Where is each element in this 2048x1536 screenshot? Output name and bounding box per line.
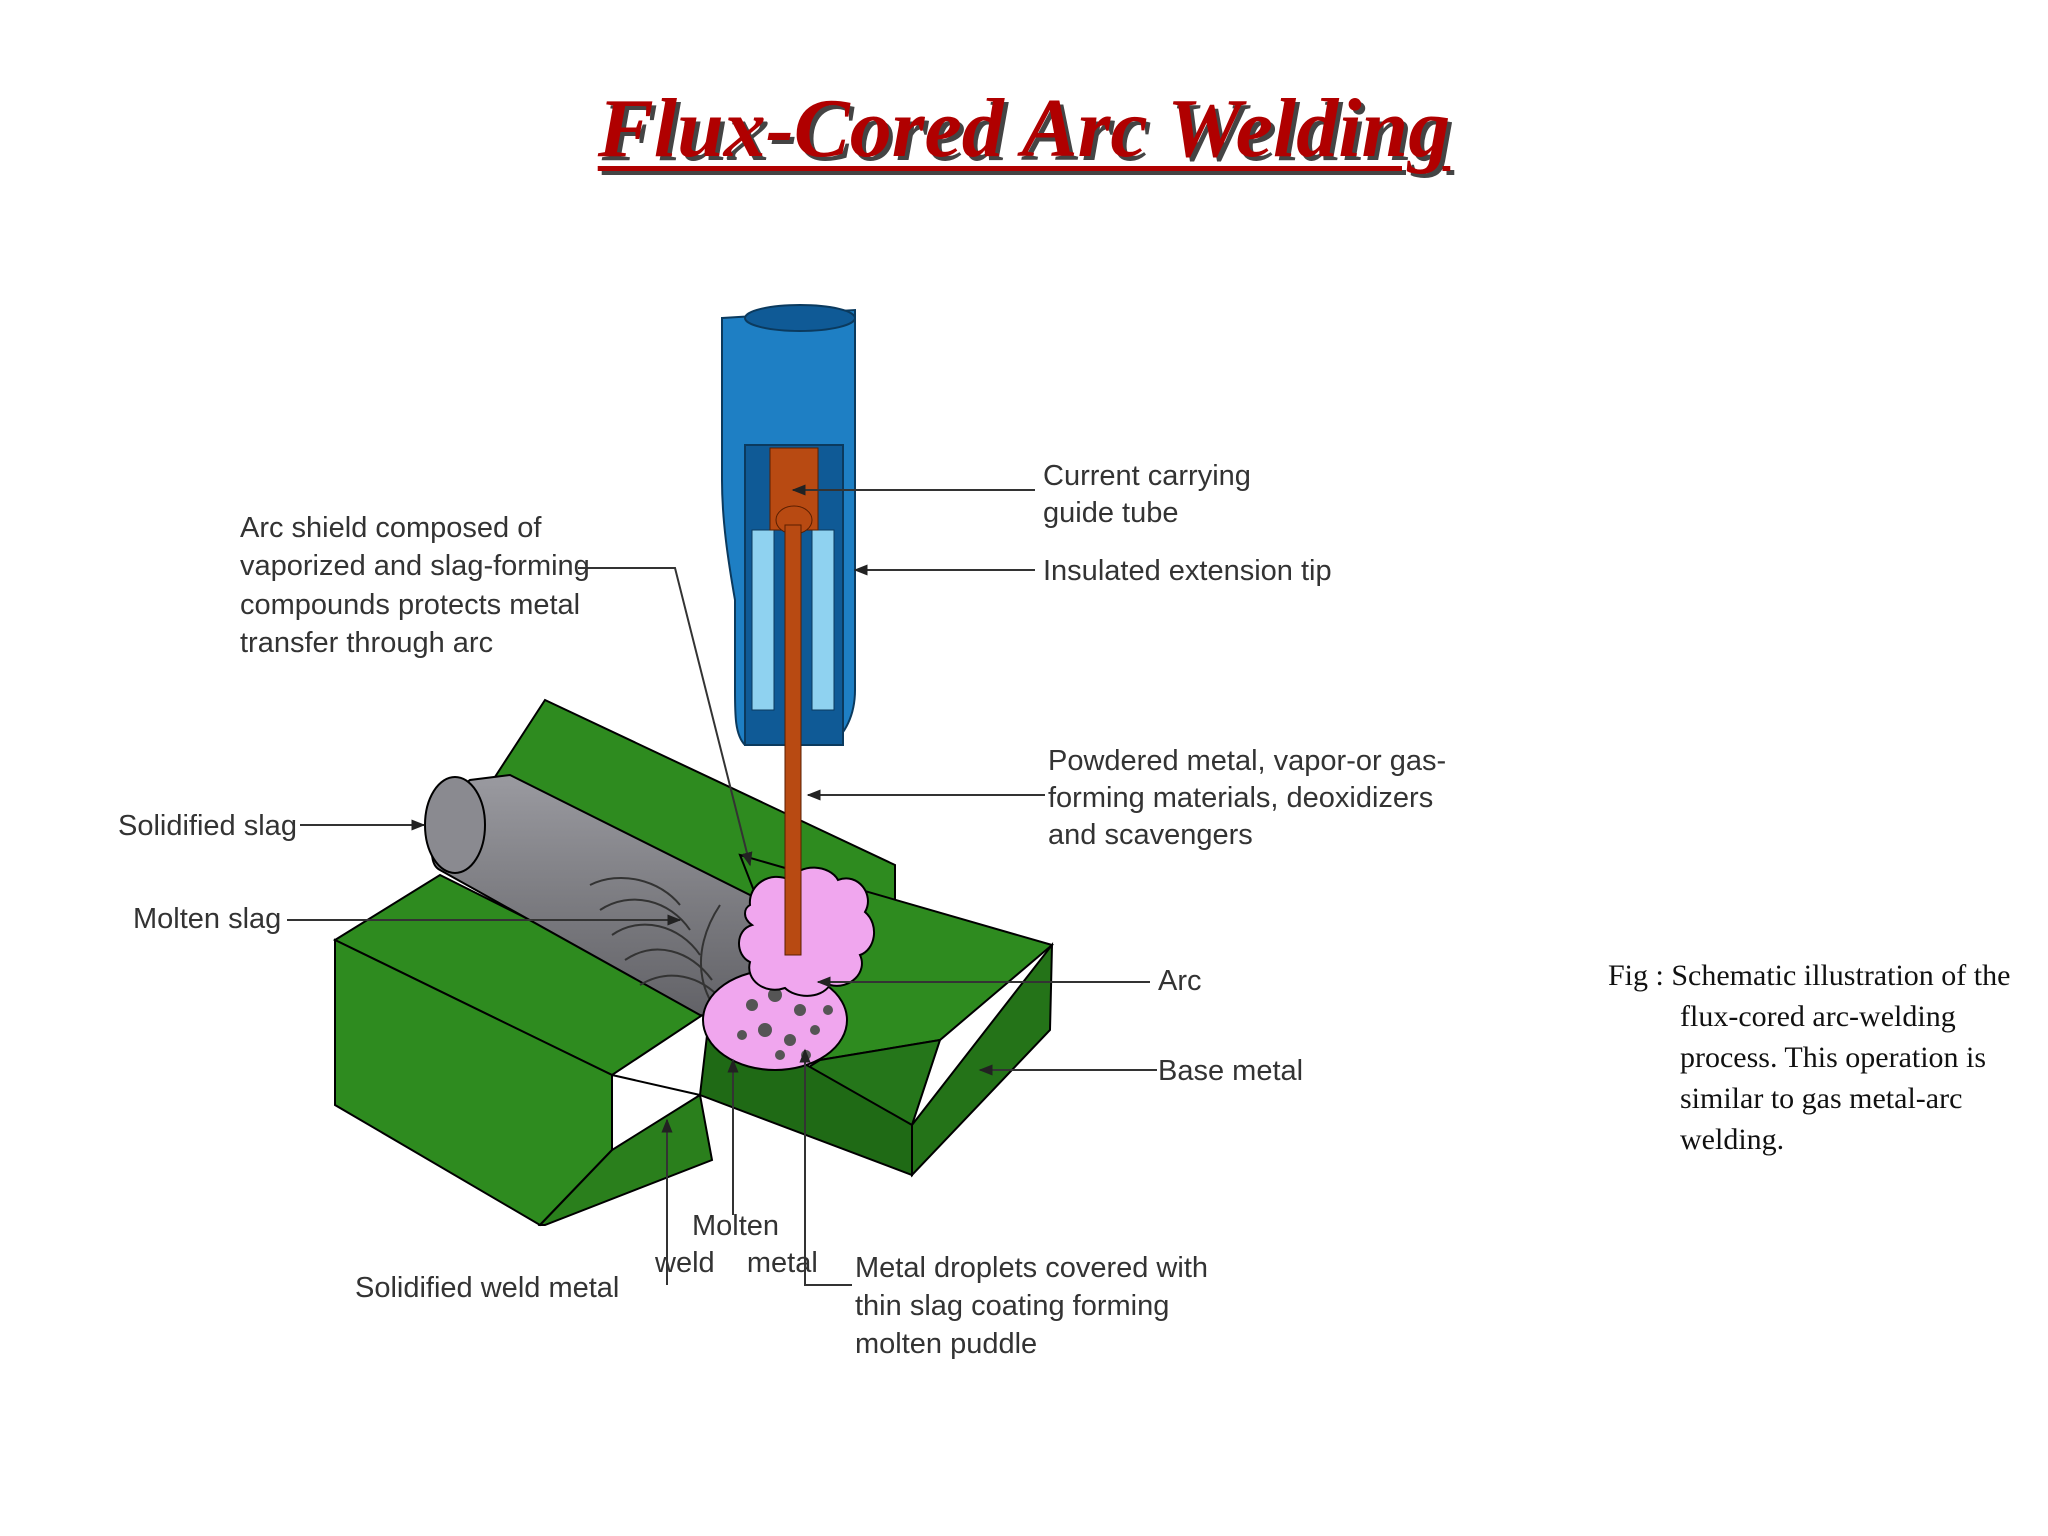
label-metal-droplets: Metal droplets covered with thin slag co… [855,1252,1216,1360]
label-metal-droplets-line3: molten puddle [855,1328,1037,1360]
slide-title: Flux-Cored Arc Welding [597,82,1451,175]
label-powdered-metal-line2: forming materials, deoxidizers [1048,782,1433,814]
label-powdered-metal-line1: Powdered metal, vapor-or gas- [1048,745,1446,777]
label-molten-weld-metal: Molten weld metal [654,1210,818,1279]
label-arc: Arc [1158,965,1202,997]
figure-caption: Fig : Schematic illustration of the flux… [1608,959,2011,1156]
label-solidified-weld-metal: Solidified weld metal [355,1272,619,1304]
label-molten-slag: Molten slag [133,903,281,935]
label-metal-droplets-line1: Metal droplets covered with [855,1252,1208,1284]
label-arc-shield-line2: vaporized and slag-forming [240,550,590,582]
electrode-wire [784,524,802,956]
label-metal-droplets-line2: thin slag coating forming [855,1290,1169,1322]
label-guide-tube-line2: guide tube [1043,497,1178,529]
label-arc-shield: Arc shield composed of vaporized and sla… [240,512,598,659]
label-solidified-slag: Solidified slag [118,810,297,842]
label-molten-weld-metal-line2: weld metal [654,1247,818,1279]
label-arc-shield-line1: Arc shield composed of [240,512,542,544]
arc-shield-cloud [738,866,875,997]
label-guide-tube: Current carrying guide tube [1043,460,1259,529]
label-guide-tube-line1: Current carrying [1043,460,1251,492]
label-extension-tip: Insulated extension tip [1043,555,1332,587]
label-base-metal: Base metal [1158,1055,1303,1087]
label-molten-weld-metal-line1: Molten [692,1210,779,1242]
label-powdered-metal-line3: and scavengers [1048,819,1253,851]
label-powdered-metal: Powdered metal, vapor-or gas- forming ma… [1048,745,1454,851]
label-arc-shield-line4: transfer through arc [240,627,493,659]
label-arc-shield-line3: compounds protects metal [240,589,580,621]
